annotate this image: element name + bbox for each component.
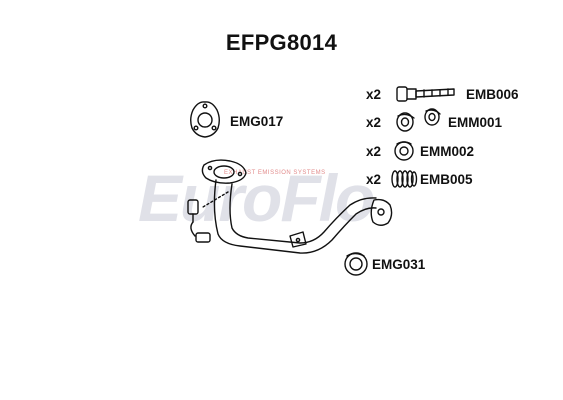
watermark-logo: EuroFlo bbox=[138, 161, 375, 235]
mounting-rubber-icon bbox=[396, 108, 441, 132]
ring-mount-icon bbox=[394, 141, 414, 161]
part-label-emg031: EMG031 bbox=[372, 257, 426, 272]
part-label-emm001: EMM001 bbox=[448, 115, 503, 130]
qty-label-emm002: x2 bbox=[366, 144, 382, 159]
front-exhaust-pipe-with-lambda-sensor-icon bbox=[187, 159, 393, 254]
watermark-tagline: EXHAUST EMISSION SYSTEMS bbox=[224, 170, 326, 176]
part-label-emg017: EMG017 bbox=[230, 114, 284, 129]
part-label-emb006: EMB006 bbox=[466, 87, 519, 102]
ring-gasket-icon bbox=[344, 252, 368, 276]
qty-label-emm001: x2 bbox=[366, 115, 382, 130]
spring-icon bbox=[391, 170, 418, 188]
part-label-emm002: EMM002 bbox=[420, 144, 475, 159]
part-label-emb005: EMB005 bbox=[420, 172, 473, 187]
qty-label-emb006: x2 bbox=[366, 87, 382, 102]
part-number-title: EFPG8014 bbox=[225, 30, 338, 55]
bolt-icon bbox=[396, 86, 455, 102]
qty-label-emb005: x2 bbox=[366, 172, 382, 187]
three-bolt-flange-gasket-icon bbox=[190, 101, 220, 138]
